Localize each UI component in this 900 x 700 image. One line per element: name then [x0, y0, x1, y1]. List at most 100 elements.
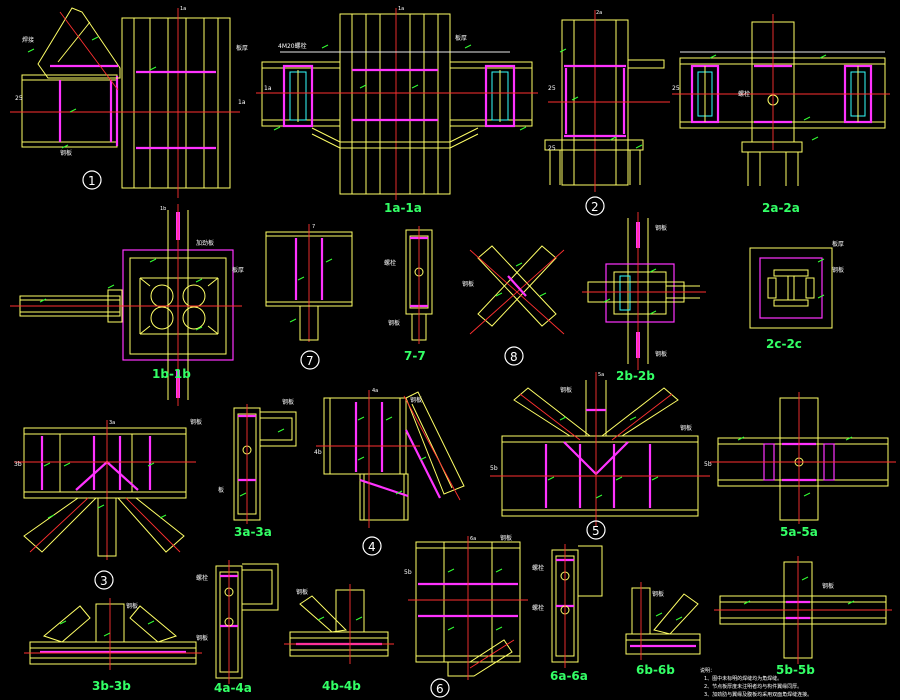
section-mark-1a-top: 1a [398, 6, 404, 12]
view-7-7: 螺栓 钢板 7-7 [384, 226, 433, 363]
view-2c-2c: 板厚 钢板 2c-2c [749, 240, 844, 351]
svg-text:钢板: 钢板 [560, 386, 572, 394]
detail-8: 钢板 8 [462, 245, 565, 366]
svg-text:板厚: 板厚 [455, 34, 467, 42]
notes-line-2: 2、节点板厚度未注明者均与构件翼缘同厚。 [704, 683, 802, 690]
svg-text:螺栓: 螺栓 [196, 574, 208, 582]
detail-5: 5b 钢板 钢板 5a 5 [490, 372, 710, 540]
detail-3: 3b 钢板 3a 3 [14, 418, 202, 590]
detail-number-8: 8 [510, 350, 518, 364]
svg-text:钢板: 钢板 [655, 350, 667, 358]
view-label-1b-1b: 1b-1b [152, 367, 191, 381]
svg-text:钢板: 钢板 [832, 266, 844, 274]
svg-text:板厚: 板厚 [232, 266, 244, 274]
view-5b-5b: 钢板 5b-5b [714, 556, 892, 677]
view-3a-3a: 钢板 板 3a-3a [218, 398, 297, 539]
section-mark-3a: 3a [109, 420, 115, 426]
svg-text:4b: 4b [314, 449, 322, 456]
view-4a-4a: 螺栓 钢板 4a-4a [196, 560, 279, 695]
svg-text:螺栓: 螺栓 [532, 564, 544, 572]
view-4b-4b: 钢板 4b-4b [284, 584, 394, 693]
view-2b-2b: 钢板 钢板 2b-2b [582, 212, 706, 383]
svg-text:1a: 1a [238, 99, 246, 106]
svg-text:板厚: 板厚 [832, 240, 844, 248]
general-notes: 说明： 1、图中未标明的焊缝均为角焊缝。 2、节点板厚度未注明者均与构件翼缘同厚… [700, 667, 812, 698]
detail-number-3: 3 [100, 574, 108, 588]
svg-text:螺栓: 螺栓 [532, 604, 544, 612]
svg-text:钢板: 钢板 [410, 396, 422, 404]
svg-text:钢板: 钢板 [190, 418, 202, 426]
svg-text:板厚: 板厚 [236, 44, 248, 52]
section-mark-6a: 6a [470, 536, 476, 542]
section-mark-4a: 4a [372, 388, 378, 394]
notes-line-1: 1、图中未标明的焊缝均为角焊缝。 [704, 675, 782, 682]
svg-text:25: 25 [15, 95, 23, 102]
detail-number-7: 7 [306, 354, 314, 368]
svg-text:板: 板 [218, 486, 224, 494]
view-label-5b-5b: 5b-5b [776, 663, 815, 677]
svg-text:螺栓: 螺栓 [738, 90, 750, 98]
view-label-4b-4b: 4b-4b [322, 679, 361, 693]
svg-text:钢板: 钢板 [680, 424, 692, 432]
svg-text:焊接: 焊接 [22, 36, 34, 44]
svg-text:钢板: 钢板 [652, 590, 664, 598]
section-mark-2a: 2a [596, 10, 602, 16]
view-label-4a-4a: 4a-4a [214, 681, 252, 695]
svg-text:5b: 5b [490, 465, 498, 472]
view-label-3b-3b: 3b-3b [92, 679, 131, 693]
svg-text:4M20螺栓: 4M20螺栓 [278, 42, 307, 50]
view-label-6b-6b: 6b-6b [636, 663, 675, 677]
view-label-7-7: 7-7 [404, 349, 426, 363]
detail-6: 5b 钢板 6a 6 [404, 534, 528, 698]
svg-text:钢板: 钢板 [282, 398, 294, 406]
detail-number-2: 2 [591, 200, 599, 214]
svg-text:5b: 5b [704, 461, 712, 468]
view-label-6a-6a: 6a-6a [550, 669, 588, 683]
svg-text:25: 25 [672, 85, 680, 92]
svg-text:钢板: 钢板 [462, 280, 474, 288]
detail-1: 25 板厚 钢板 焊接 1a 1a 1 [10, 6, 248, 198]
view-6a-6a: 螺栓 螺栓 6a-6a [532, 544, 603, 683]
svg-text:钢板: 钢板 [500, 534, 512, 542]
detail-number-5: 5 [592, 524, 600, 538]
view-label-2a-2a: 2a-2a [762, 201, 800, 215]
svg-text:钢板: 钢板 [822, 582, 834, 590]
section-mark-1b: 1b [160, 206, 166, 212]
detail-7: 7 7 [265, 224, 353, 370]
detail-number-4: 4 [368, 540, 376, 554]
section-mark-5a: 5a [598, 372, 604, 378]
detail-2: 25 25 2a 2 [544, 10, 670, 216]
view-label-3a-3a: 3a-3a [234, 525, 272, 539]
svg-text:钢板: 钢板 [296, 588, 308, 596]
svg-text:钢板: 钢板 [655, 224, 667, 232]
svg-text:螺栓: 螺栓 [384, 259, 396, 267]
detail-number-1: 1 [88, 174, 96, 188]
svg-text:钢板: 钢板 [196, 634, 208, 642]
section-mark-1a: 1a [180, 6, 186, 12]
svg-text:加劲板: 加劲板 [196, 239, 214, 247]
svg-text:钢板: 钢板 [126, 602, 138, 610]
notes-title: 说明： [700, 667, 715, 674]
detail-4: 4b 钢板 4a 4 [314, 388, 465, 556]
view-6b-6b: 钢板 6b-6b [625, 582, 701, 677]
svg-text:25: 25 [548, 145, 556, 152]
view-3b-3b: 钢板 3b-3b [24, 598, 202, 693]
view-label-2c-2c: 2c-2c [766, 337, 802, 351]
notes-line-3: 3、加劲肋与翼缘及腹板均采用双面角焊缝连接。 [704, 691, 812, 698]
svg-text:1a: 1a [264, 85, 272, 92]
svg-text:3b: 3b [14, 461, 22, 468]
view-5a-5a: 5b 5a-5a [704, 392, 896, 539]
view-label-2b-2b: 2b-2b [616, 369, 655, 383]
view-label-1a-1a: 1a-1a [384, 201, 422, 215]
view-1b-1b: 加劲板 板厚 1b 1b-1b [10, 204, 244, 406]
svg-text:25: 25 [548, 85, 556, 92]
detail-number-6: 6 [436, 682, 444, 696]
view-1a-1a: 1a 4M20螺栓 板厚 1a 1a-1a [256, 6, 538, 215]
svg-text:钢板: 钢板 [60, 149, 72, 157]
section-mark-7: 7 [312, 224, 315, 230]
view-label-5a-5a: 5a-5a [780, 525, 818, 539]
svg-text:钢板: 钢板 [388, 319, 400, 327]
view-2a-2a: 25 螺栓 2a-2a [672, 14, 890, 215]
svg-text:5b: 5b [404, 569, 412, 576]
